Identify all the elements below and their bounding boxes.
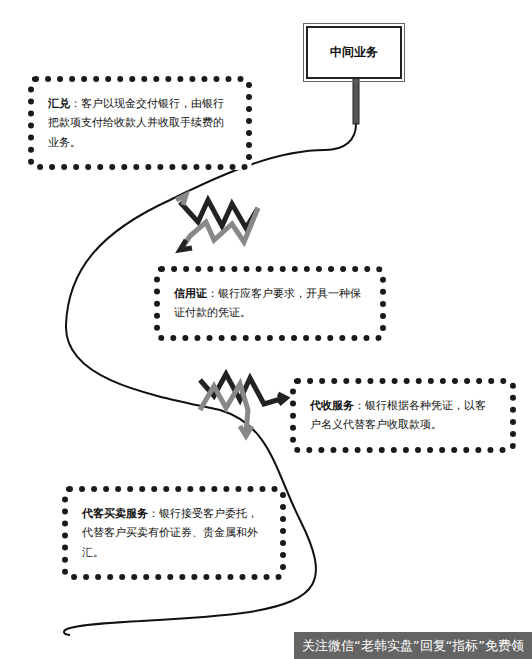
box-heading: 代客买卖服务 — [82, 507, 148, 520]
box-body: ：客户以现金交付银行，由银行把款项支付给收款人并收取手续费的业务。 — [48, 97, 224, 149]
zigzag-arrows-upper — [176, 195, 258, 250]
box-text: 信用证：银行应客户要求，开具一种保证付款的凭证。 — [174, 284, 366, 323]
box-text: 代收服务：银行根据各种凭证，以客户名义代替客户收取款项。 — [310, 396, 496, 435]
signpost-box: 中间业务 — [306, 26, 402, 79]
definition-box: 信用证：银行应客户要求，开具一种保证付款的凭证。 — [154, 266, 386, 341]
definition-box: 代客买卖服务：银行接受客户委托，代替客户买卖有价证券、贵金属和外汇。 — [62, 486, 286, 580]
box-text: 汇兑：客户以现金交付银行，由银行把款项支付给收款人并收取手续费的业务。 — [48, 94, 232, 152]
definition-box: 代收服务：银行根据各种凭证，以客户名义代替客户收取款项。 — [290, 378, 516, 453]
box-text: 中间业务 — [314, 42, 394, 63]
box-text: 代客买卖服务：银行接受客户委托，代替客户买卖有价证券、贵金属和外汇。 — [82, 504, 266, 562]
box-heading: 中间业务 — [330, 45, 378, 59]
definition-box: 汇兑：客户以现金交付银行，由银行把款项支付给收款人并收取手续费的业务。 — [28, 76, 252, 170]
box-heading: 信用证 — [174, 287, 207, 300]
watermark: 关注微信“老韩实盘”回复“指标”免费领 — [294, 632, 532, 659]
zigzag-arrows-lower — [200, 374, 286, 436]
box-heading: 汇兑 — [48, 97, 70, 110]
box-heading: 代收服务 — [310, 399, 354, 412]
